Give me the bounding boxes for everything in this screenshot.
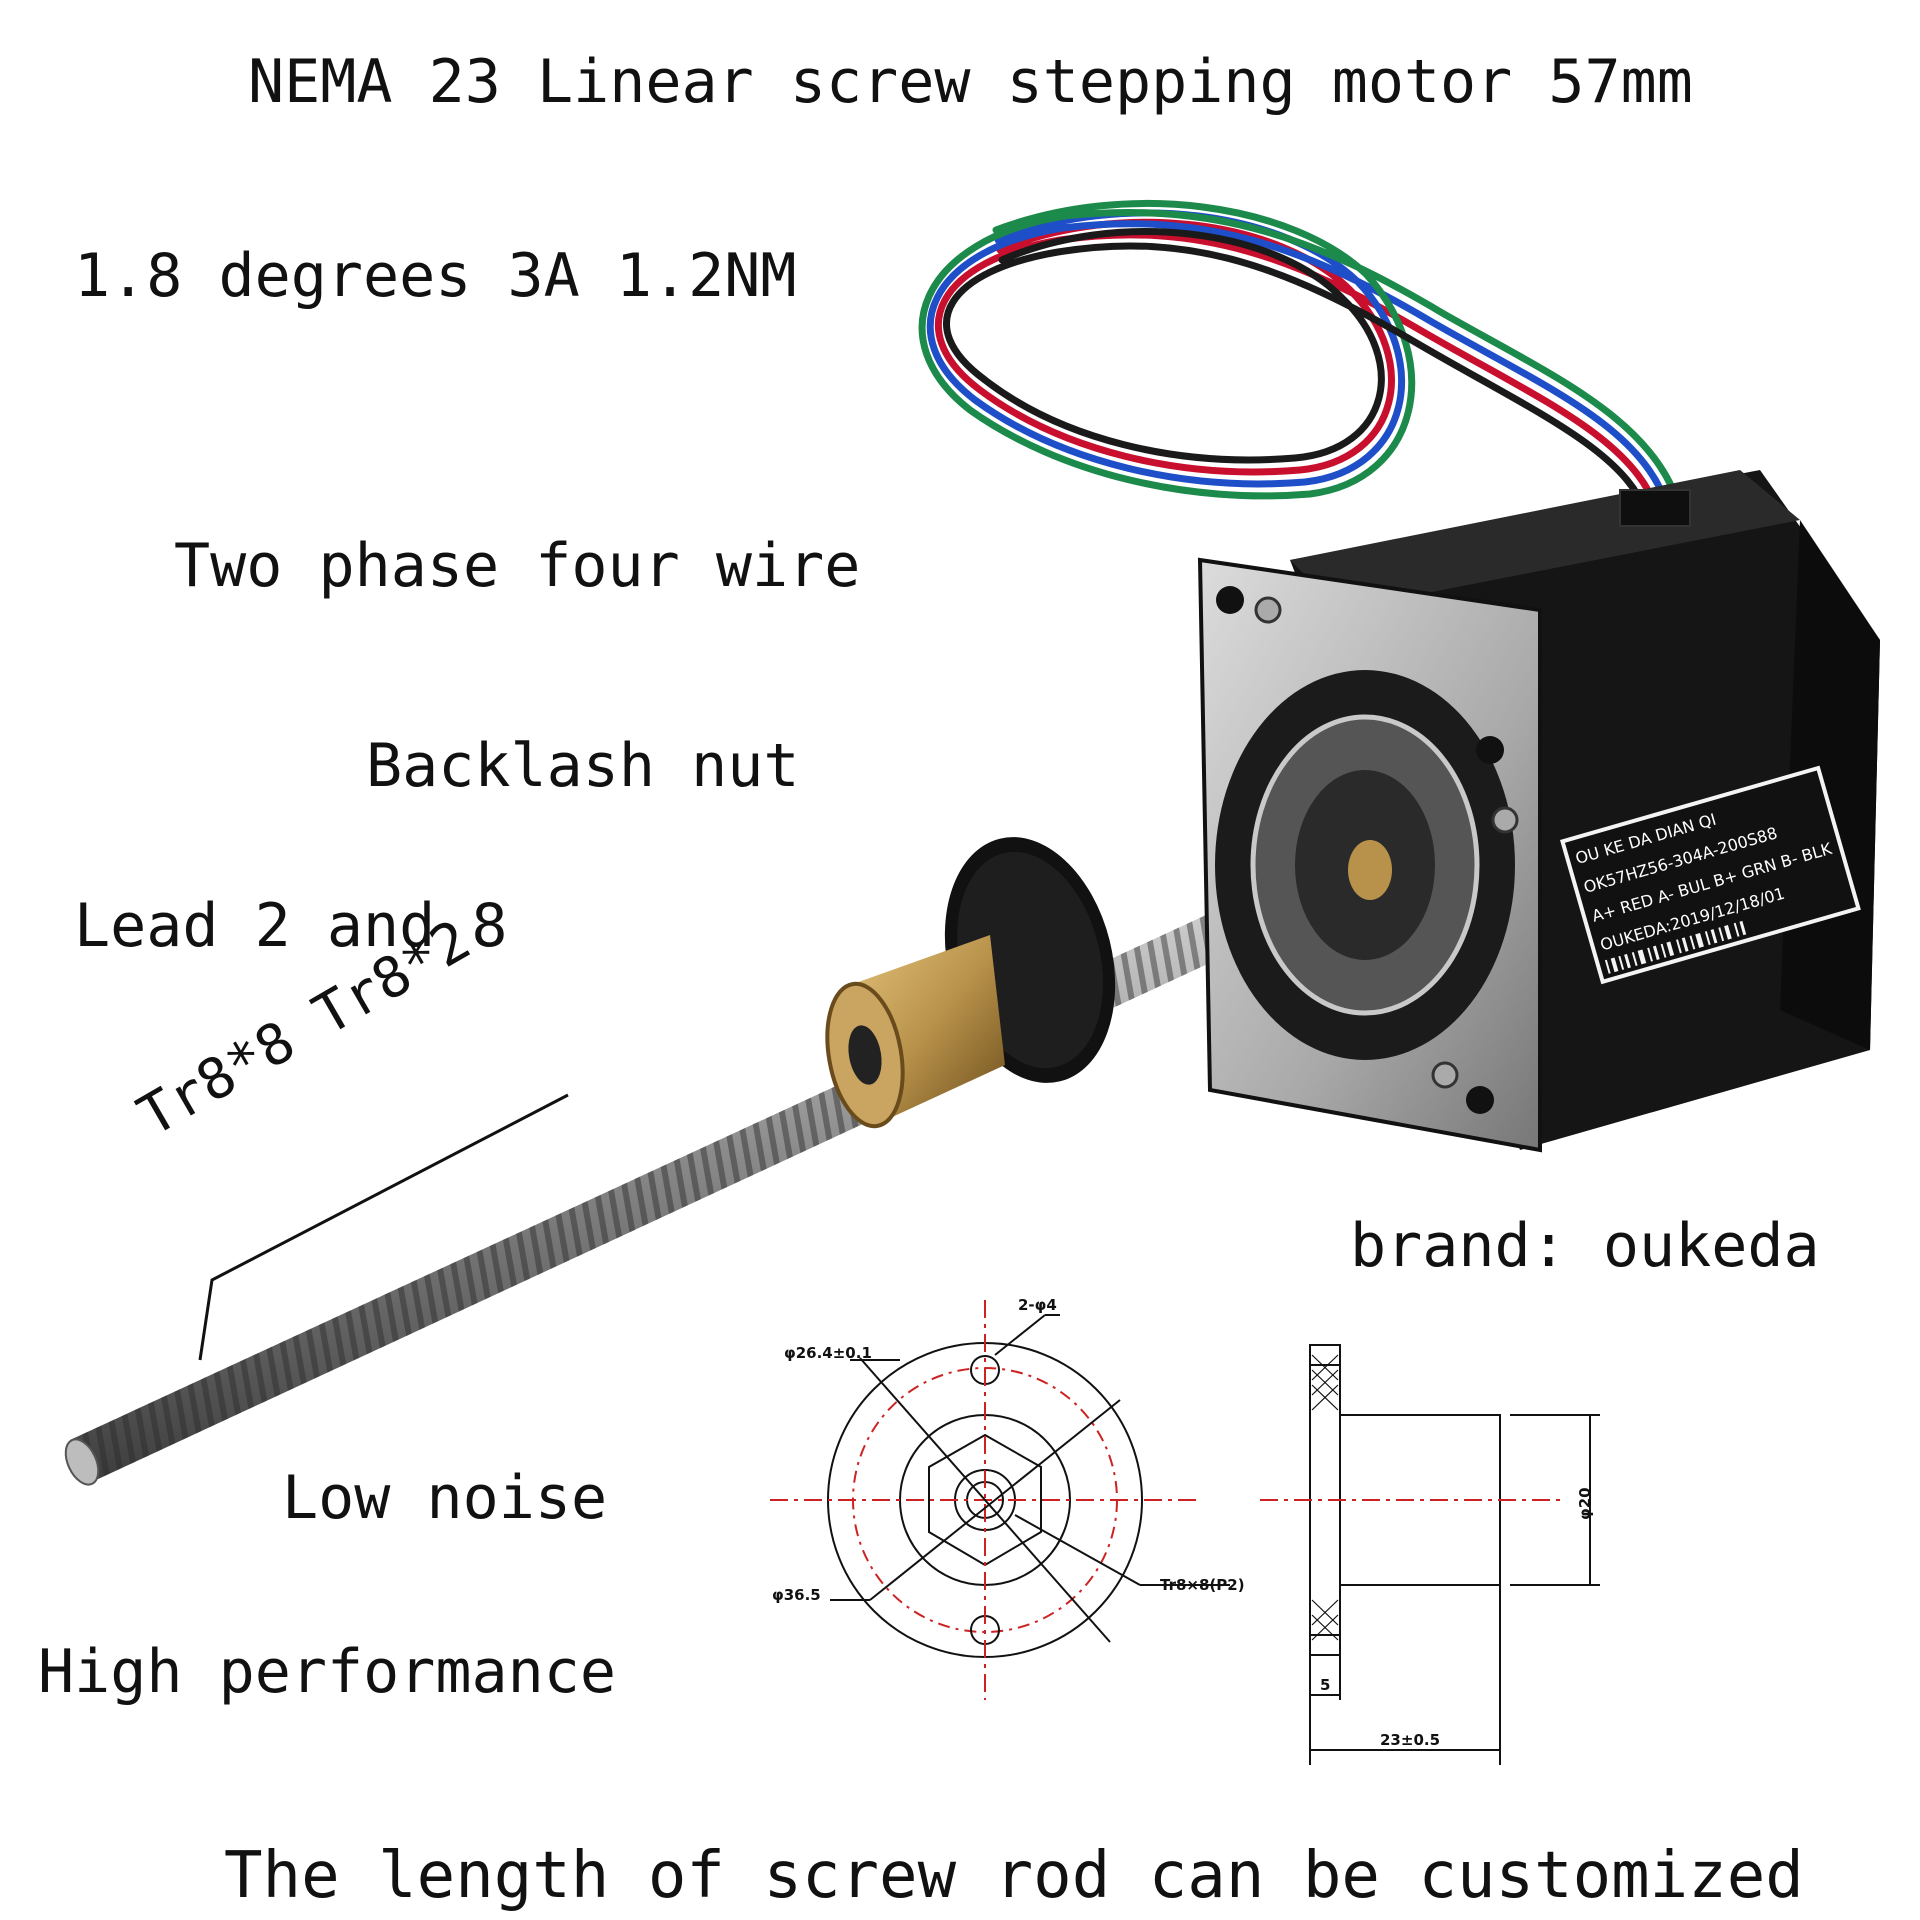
screw-spec-leader — [198, 1093, 569, 1361]
spec-text: 1.8 degrees 3A 1.2NM — [74, 241, 797, 311]
backlash-nut-text: Backlash nut — [366, 731, 800, 801]
dim-holes: 2-φ4 — [1018, 1296, 1057, 1314]
page-title: NEMA 23 Linear screw stepping motor 57mm — [248, 47, 1693, 117]
nut-technical-drawing: 2-φ4 φ26.4±0.1 φ36.5 Tr8×8(P2) φ20 5 23±… — [770, 1296, 1600, 1765]
low-noise-text: Low noise — [282, 1463, 608, 1533]
side-view-hatching — [1311, 1354, 1339, 1641]
front-view — [770, 1300, 1230, 1700]
brand-text: brand: oukeda — [1350, 1211, 1820, 1281]
dim-length: 23±0.5 — [1380, 1731, 1440, 1749]
dim-outer-diameter: φ36.5 — [772, 1586, 821, 1604]
performance-text: High performance — [38, 1637, 616, 1707]
dim-body-diameter: φ20 — [1576, 1487, 1594, 1520]
side-view — [1260, 1344, 1600, 1765]
lead-text: Lead 2 and 8 — [74, 891, 508, 961]
motor-label: OU KE DA DIAN QI OK57HZ56-304A-200S88 A+… — [1560, 765, 1861, 985]
dim-flange-thickness: 5 — [1320, 1676, 1330, 1694]
customization-text: The length of screw rod can be customize… — [224, 1839, 1804, 1913]
backlash-nut — [825, 837, 1116, 1129]
phase-text: Two phase four wire — [174, 531, 861, 601]
wire-bundle — [918, 200, 1688, 528]
dim-bolt-circle: φ26.4±0.1 — [784, 1344, 872, 1362]
dim-thread: Tr8×8(P2) — [1160, 1576, 1245, 1594]
